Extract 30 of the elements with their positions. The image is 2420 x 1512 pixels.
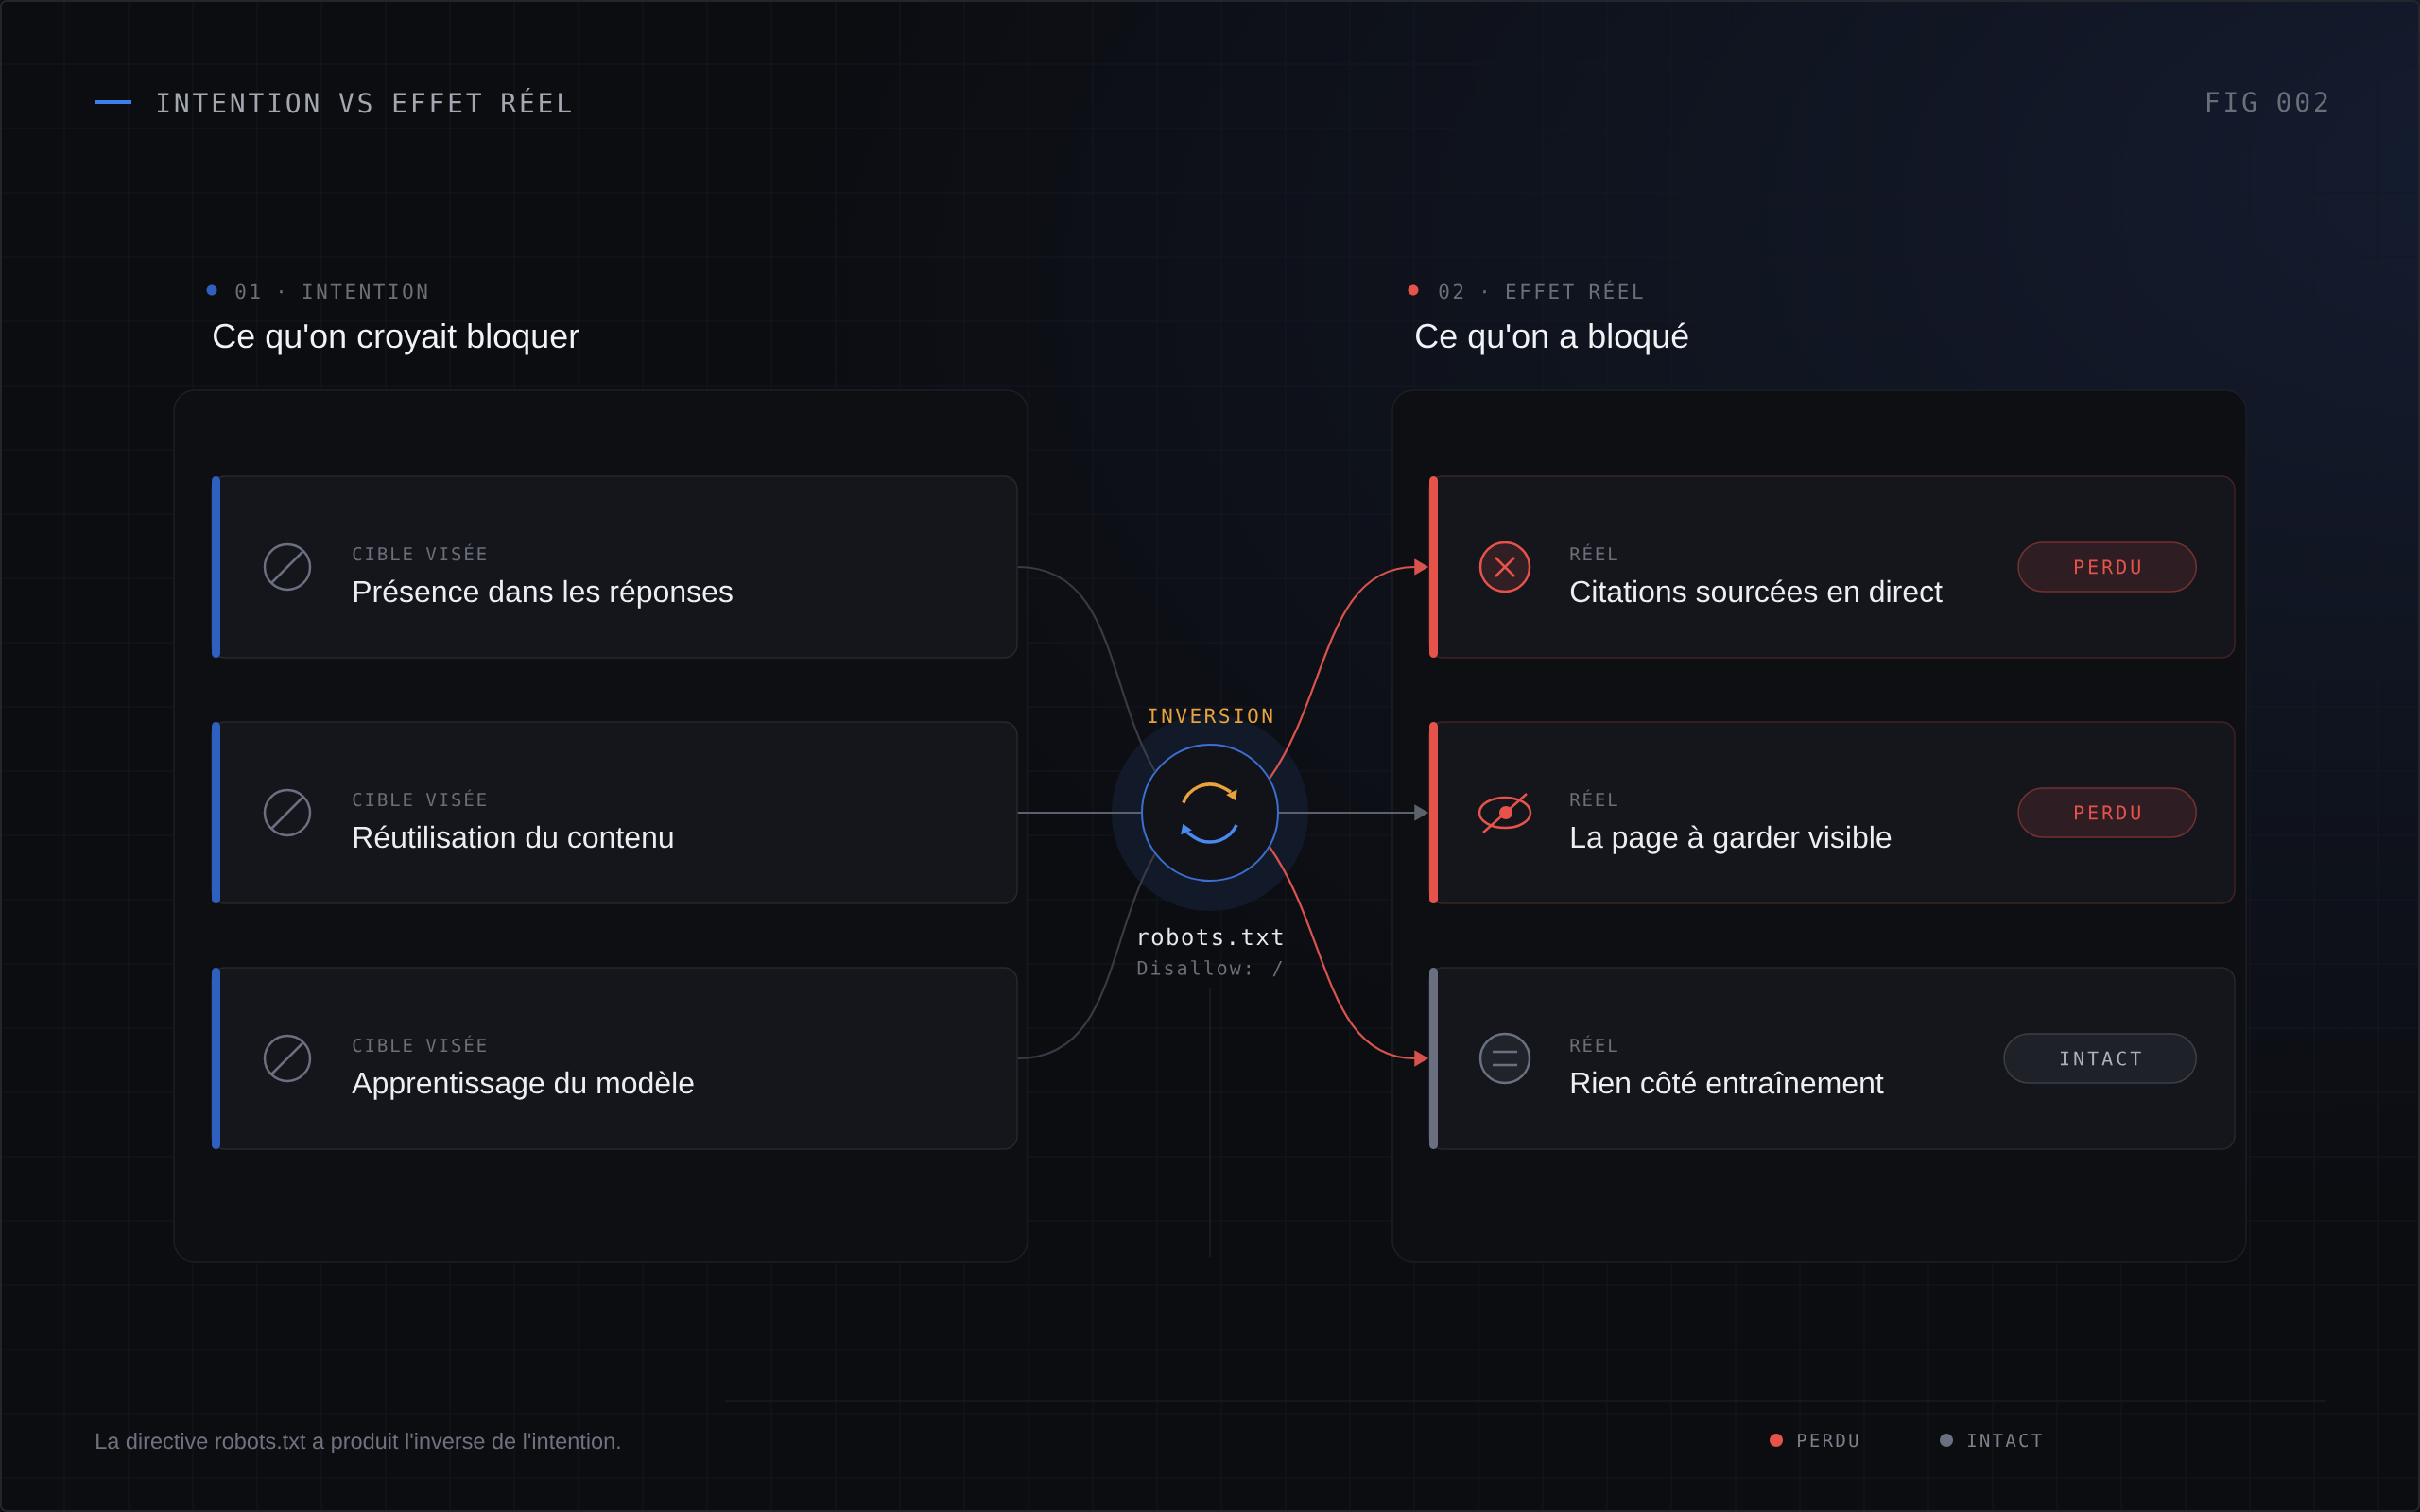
status-badge: PERDU <box>2017 787 2197 838</box>
category-label: RÉEL <box>1570 543 1617 560</box>
card-title: Rien côté entraînement <box>1571 1071 1884 1094</box>
category-label: RÉEL <box>1570 1035 1617 1052</box>
card-title: Citations sourcées en direct <box>1570 579 1943 603</box>
connector-line <box>1017 811 1141 815</box>
legend-label: PERDU <box>1798 1434 1858 1448</box>
section-label: 02 · EFFET RÉEL <box>1439 280 1643 300</box>
section-heading: Ce qu'on croyait bloquer <box>214 322 579 355</box>
title: INTENTION VS EFFET RÉEL <box>157 88 571 113</box>
file-name: robots.txt <box>1139 927 1283 946</box>
section-label: 01 · INTENTION <box>235 284 427 300</box>
category-label: CIBLE VISÉE <box>353 543 486 561</box>
category-label: CIBLE VISÉE <box>353 1035 486 1053</box>
section-heading: Ce qu'on a bloqué <box>1416 322 1688 355</box>
category-label: RÉEL <box>1570 789 1617 806</box>
status-badge: INTACT <box>2003 1033 2197 1084</box>
category-label: CIBLE VISÉE <box>353 789 486 807</box>
card-title: Présence dans les réponses <box>354 579 733 609</box>
card-title: Réutilisation du contenu <box>354 825 673 849</box>
figure-number: FIG 002 <box>2207 92 2327 112</box>
legend-label: INTACT <box>1968 1433 2042 1448</box>
connector-line <box>1017 565 1156 772</box>
status-badge: PERDU <box>2017 541 2197 593</box>
code-line: Disallow: / <box>1137 960 1283 977</box>
card-title: Apprentissage du modèle <box>352 1071 694 1100</box>
caption-label: INVERSION <box>1149 708 1272 724</box>
connector-line <box>1017 853 1156 1060</box>
card-title: La page à garder visible <box>1571 825 1892 854</box>
caption: La directive robots.txt a produit l'inverse de l'intention. <box>96 1433 620 1453</box>
